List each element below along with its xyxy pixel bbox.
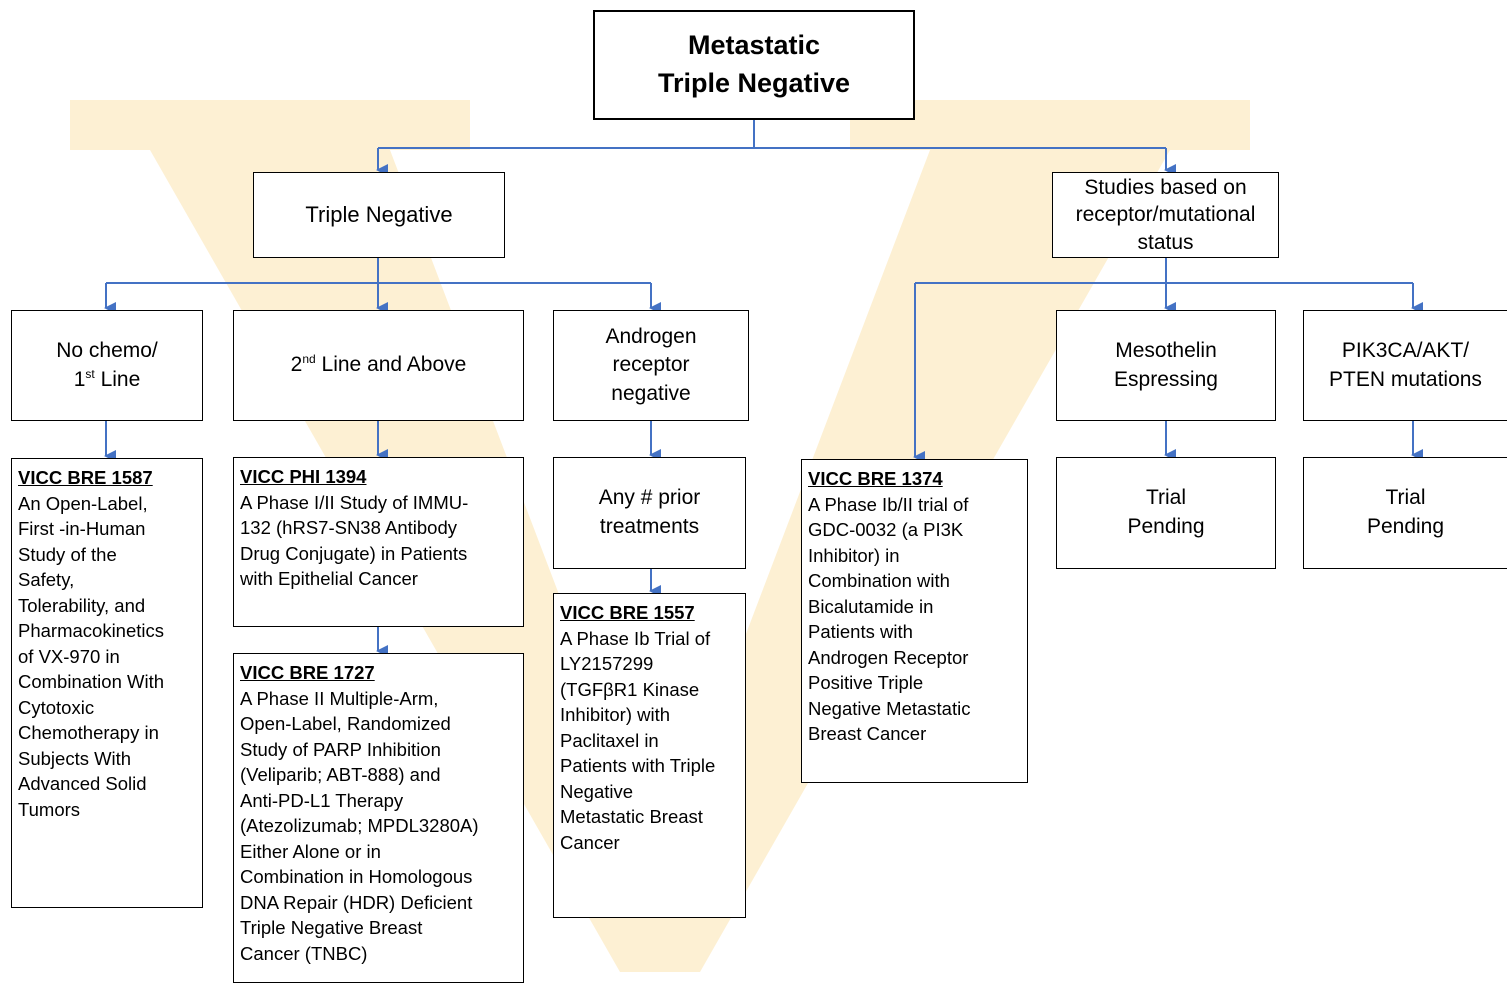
trial-id: VICC BRE 1374 (808, 468, 943, 489)
trial-card-bre-1727: VICC BRE 1727 A Phase II Multiple-Arm,Op… (233, 653, 524, 983)
trial-card-bre-1587: VICC BRE 1587 An Open-Label,First -in-Hu… (11, 458, 203, 908)
triple-negative-node: Triple Negative (253, 172, 505, 258)
pending-line1: Trial (1385, 486, 1426, 510)
pik3ca-line2: PTEN mutations (1329, 367, 1482, 391)
trial-description: A Phase I/II Study of IMMU-132 (hRS7-SN3… (240, 491, 469, 590)
mesothelin-line1: Mesothelin (1115, 338, 1217, 362)
pending-line2: Pending (1366, 515, 1445, 538)
trial-id: VICC BRE 1587 (18, 467, 153, 488)
trial-id: VICC BRE 1727 (240, 662, 375, 683)
root-title-line2: Triple Negative (657, 68, 851, 98)
no-chemo-line1: No chemo/ (56, 338, 158, 362)
pending-line1: Trial (1145, 486, 1187, 510)
pending-line2: Pending (1127, 515, 1205, 538)
studies-label-line1: Studies based on (1084, 176, 1247, 200)
androgen-line3: negative (611, 381, 691, 405)
studies-label-line3: status (1137, 230, 1194, 254)
trial-id: VICC PHI 1394 (240, 466, 367, 487)
androgen-line2: receptor (612, 353, 690, 377)
no-chemo-first-line-node: No chemo/ 1st Line (11, 310, 203, 421)
pik3ca-akt-pten-node: PIK3CA/AKT/ PTEN mutations (1303, 310, 1507, 421)
root-title-line1: Metastatic (687, 30, 821, 61)
pik3ca-trial-pending-node: Trial Pending (1303, 457, 1507, 569)
prior-line2: treatments (599, 515, 700, 538)
prior-line1: Any # prior (598, 486, 701, 510)
trial-id: VICC BRE 1557 (560, 602, 695, 623)
root-node: Metastatic Triple Negative (593, 10, 915, 120)
trial-description: A Phase II Multiple-Arm,Open-Label, Rand… (240, 687, 479, 964)
androgen-receptor-negative-node: Androgen receptor negative (553, 310, 749, 421)
triple-negative-label: Triple Negative (305, 202, 453, 228)
mesothelin-trial-pending-node: Trial Pending (1056, 457, 1276, 569)
studies-label-line2: receptor/mutational (1075, 203, 1256, 227)
mesothelin-line2: Espressing (1114, 367, 1218, 391)
any-prior-treatments-node: Any # prior treatments (553, 457, 746, 569)
second-line-and-above-node: 2nd Line and Above (233, 310, 524, 421)
mesothelin-expressing-node: Mesothelin Espressing (1056, 310, 1276, 421)
second-line-label: 2nd Line and Above (290, 352, 467, 377)
trial-card-phi-1394: VICC PHI 1394 A Phase I/II Study of IMMU… (233, 457, 524, 627)
androgen-line1: Androgen (605, 324, 697, 348)
pik3ca-line1: PIK3CA/AKT/ (1341, 338, 1470, 362)
studies-receptor-status-node: Studies based on receptor/mutational sta… (1052, 172, 1279, 258)
no-chemo-line2: 1st Line (73, 366, 141, 391)
